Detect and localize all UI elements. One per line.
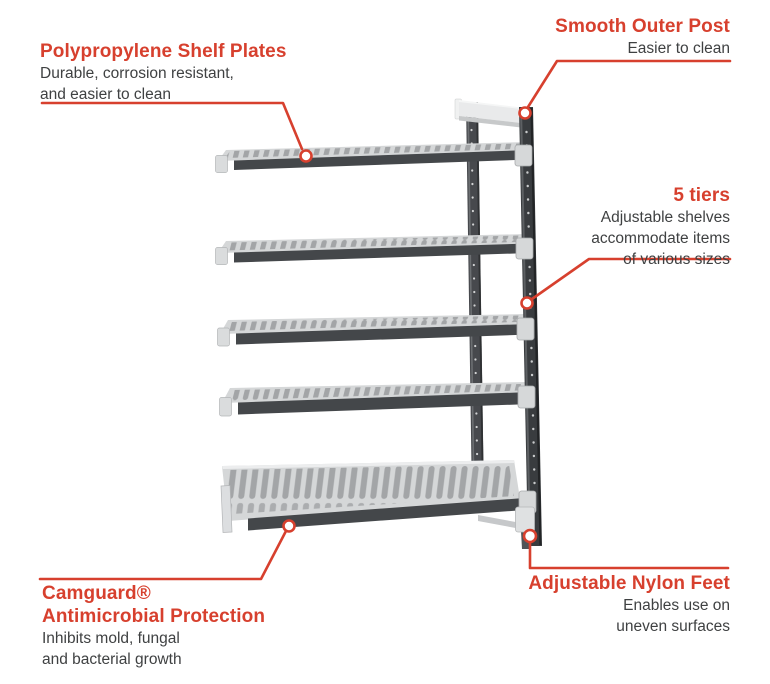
callout-outer-post: Smooth Outer Post Easier to clean <box>490 15 730 59</box>
callout-title: Camguard® <box>42 583 151 604</box>
callout-text-line: accommodate items <box>591 230 730 247</box>
callout-text-line: uneven surfaces <box>616 618 730 635</box>
shelf-front-rail <box>248 497 531 531</box>
callout-title: Smooth Outer Post <box>555 16 730 37</box>
callout-line-shelf-plates <box>40 101 304 151</box>
callout-line-feet <box>528 539 730 570</box>
corner-brace <box>478 515 521 529</box>
callout-title: Polypropylene Shelf Plates <box>40 41 287 62</box>
callout-shelf-plates: Polypropylene Shelf Plates Durable, corr… <box>40 40 310 105</box>
shelf-tier-3 <box>217 314 530 347</box>
shelf-end-cap <box>217 327 230 347</box>
callout-title: Antimicrobial Protection <box>42 606 266 627</box>
callout-text-line: Durable, corrosion resistant, <box>40 65 234 82</box>
post-adjustment-holes <box>525 130 537 506</box>
shelf-front-rail <box>234 150 530 170</box>
shelf-end-cap <box>215 155 228 173</box>
shelf-tier-1 <box>215 142 530 173</box>
callout-text-line: Inhibits mold, fungal <box>42 630 180 647</box>
callout-text-line: and easier to clean <box>40 86 171 103</box>
shelf-tier-2 <box>215 234 530 265</box>
callout-marker-outer-post <box>518 106 532 120</box>
callout-title: 5 tiers <box>673 185 730 206</box>
shelf-end-cap <box>220 485 233 533</box>
callout-title: Adjustable Nylon Feet <box>528 573 730 594</box>
rear-post <box>466 102 484 500</box>
top-rail <box>454 98 521 128</box>
shelf-slots <box>227 315 520 331</box>
callout-text-line: Easier to clean <box>627 40 730 57</box>
callout-marker-shelf-plates <box>299 149 313 163</box>
callout-marker-camguard <box>282 519 296 533</box>
callout-marker-tiers <box>520 296 534 310</box>
shelf-front-rail <box>234 243 530 263</box>
shelf-slots <box>225 235 520 251</box>
callout-line-tiers <box>530 257 732 301</box>
callout-text-line: and bacterial growth <box>42 651 182 668</box>
callout-feet: Adjustable Nylon Feet Enables use on une… <box>490 572 730 637</box>
shelf-front-rail <box>238 392 531 415</box>
callout-text-line: of various sizes <box>623 251 730 268</box>
shelf-slots <box>229 384 521 401</box>
callout-text-line: Enables use on <box>623 597 730 614</box>
shelf-front-rail <box>236 324 530 345</box>
callout-tiers: 5 tiers Adjustable shelves accommodate i… <box>510 184 730 270</box>
shelf-tier-4 <box>219 382 531 417</box>
shelf-back-edge-highlight <box>222 460 515 469</box>
callout-line-outer-post <box>526 59 732 109</box>
callout-marker-feet <box>522 528 538 544</box>
callout-camguard: Camguard® Antimicrobial Protection Inhib… <box>42 582 302 670</box>
shelf-end-cap <box>215 247 228 265</box>
callout-line-camguard <box>38 529 288 581</box>
shelf-end-cap <box>219 397 232 417</box>
shelf-slots <box>225 143 520 158</box>
shelf-tier-5 <box>220 460 531 533</box>
shelf-slots <box>227 464 514 514</box>
callout-text-line: Adjustable shelves <box>600 209 730 226</box>
